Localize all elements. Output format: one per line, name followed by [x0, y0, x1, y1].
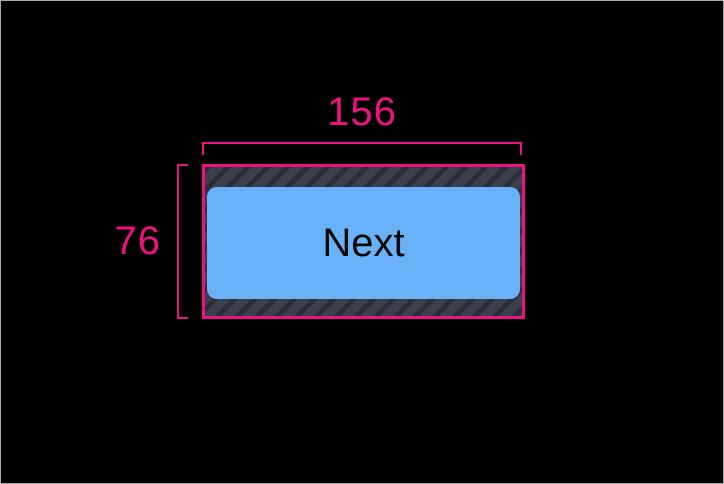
next-button[interactable]: Next — [207, 187, 520, 299]
width-dimension-label: 156 — [327, 90, 397, 134]
selected-widget-bounds: Next — [202, 164, 525, 319]
height-dimension-label: 76 — [114, 219, 161, 263]
next-button-label: Next — [322, 220, 405, 265]
width-dimension-line — [202, 142, 522, 155]
height-dimension-line — [177, 164, 188, 319]
